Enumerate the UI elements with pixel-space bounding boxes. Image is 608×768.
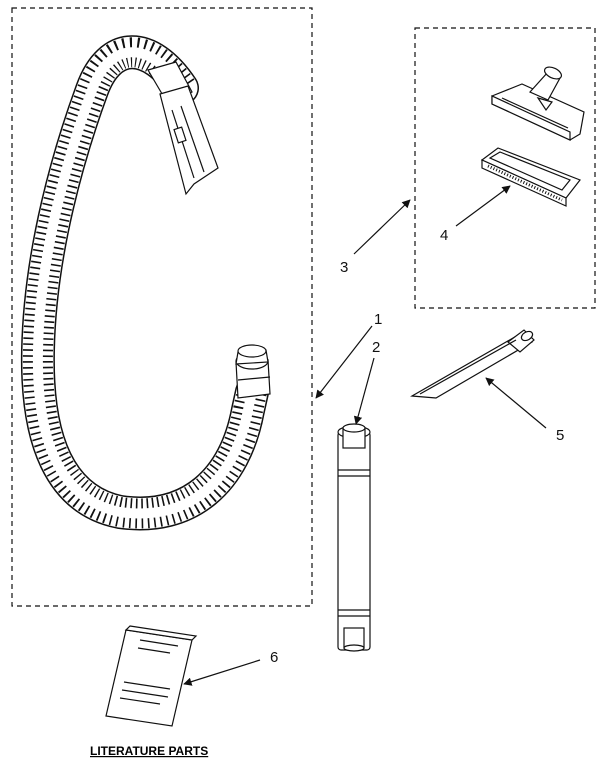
leader-5 <box>485 377 547 429</box>
crevice-tool <box>410 329 535 399</box>
leader-4 <box>455 185 511 227</box>
brush-strip <box>480 147 581 207</box>
floor-tool-group-box <box>414 27 596 309</box>
floor-tool <box>491 66 585 141</box>
leader-3 <box>353 199 411 255</box>
callout-1: 1 <box>374 311 382 328</box>
hose-assembly <box>20 35 271 531</box>
leader-1 <box>315 325 373 399</box>
literature-booklet <box>105 625 198 727</box>
literature-parts-caption: LITERATURE PARTS <box>90 744 208 758</box>
leader-6 <box>183 659 261 686</box>
hose-group-box <box>11 7 313 607</box>
callout-5: 5 <box>556 427 564 444</box>
hose-cuff <box>235 344 271 399</box>
callout-3: 3 <box>340 259 348 276</box>
extension-wand <box>337 423 371 652</box>
callout-4: 4 <box>440 227 448 244</box>
callout-6: 6 <box>270 649 278 666</box>
leader-2 <box>353 357 375 425</box>
callout-2: 2 <box>372 339 380 356</box>
hose-handle <box>147 61 219 196</box>
